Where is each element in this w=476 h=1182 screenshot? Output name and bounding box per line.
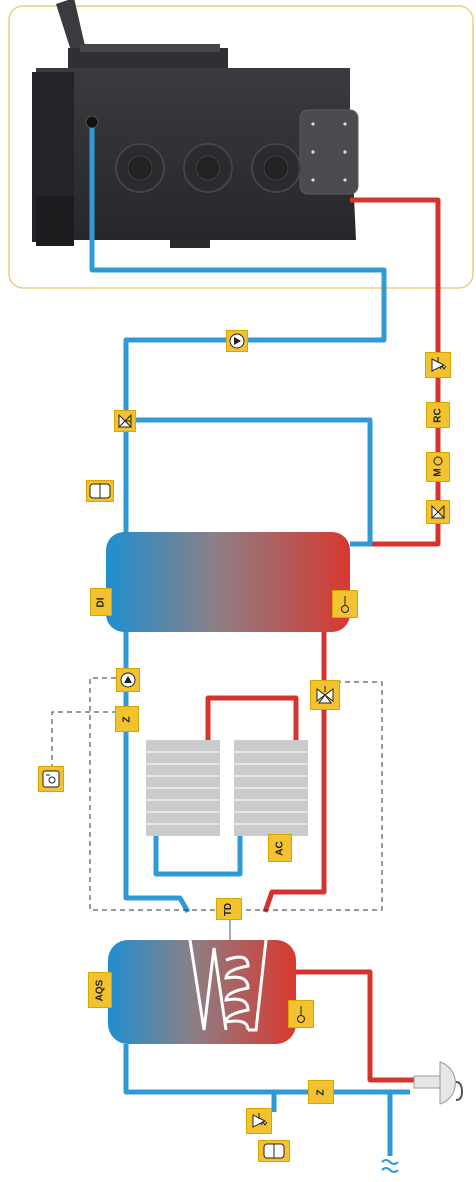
rc-label: RC xyxy=(426,402,450,428)
stove-frame xyxy=(8,5,474,289)
buffer-tank xyxy=(106,532,350,632)
thermometer-icon xyxy=(332,590,358,618)
z-label-upper: Z xyxy=(115,706,139,732)
expansion-vessel-icon[interactable] xyxy=(86,480,114,502)
valve-icon[interactable] xyxy=(426,500,450,524)
td-label: TD xyxy=(216,898,242,920)
di-label: DI xyxy=(90,588,112,616)
three-way-valve-icon[interactable] xyxy=(310,680,340,710)
valve-icon[interactable] xyxy=(114,410,136,432)
pump-icon[interactable] xyxy=(116,668,140,692)
thermometer-icon xyxy=(288,1000,314,1028)
safety-valve-icon[interactable] xyxy=(246,1108,272,1134)
aqs-label: AQS xyxy=(88,972,112,1008)
radiator-right xyxy=(234,740,308,836)
hot-water-tank xyxy=(108,940,296,1044)
pump-icon[interactable] xyxy=(226,330,248,352)
z-label-lower: Z xyxy=(308,1080,334,1104)
radiator-left xyxy=(146,740,220,836)
expansion-vessel-icon[interactable] xyxy=(258,1140,290,1162)
tap-icon[interactable] xyxy=(413,1061,464,1105)
safety-valve-icon[interactable] xyxy=(425,352,451,378)
thermostat-icon[interactable] xyxy=(38,766,64,792)
control-enclosure xyxy=(51,677,383,911)
m-label: M xyxy=(426,452,450,482)
cold-pipes xyxy=(89,128,410,1156)
water-wave-icon xyxy=(381,1159,399,1173)
ac-label: AC xyxy=(268,834,292,862)
heating-coil xyxy=(186,911,268,1032)
stove xyxy=(32,0,359,248)
